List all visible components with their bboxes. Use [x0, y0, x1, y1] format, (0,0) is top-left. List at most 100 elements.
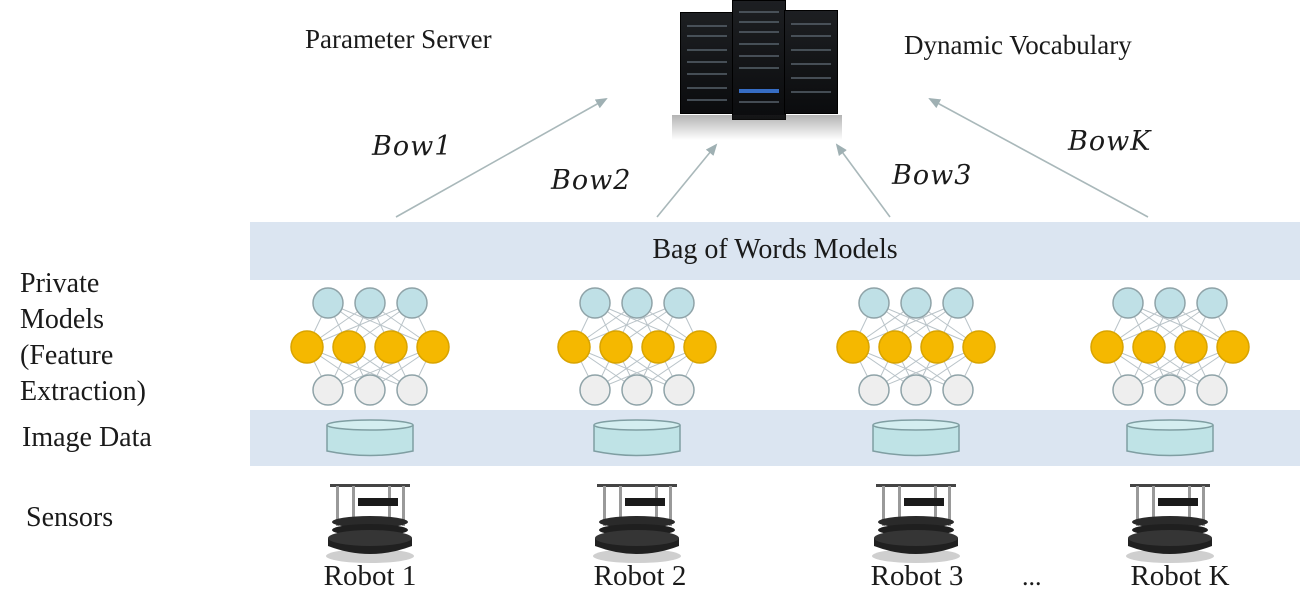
hidden-node	[962, 330, 996, 364]
server-rack-left	[680, 12, 734, 114]
hidden-node	[332, 330, 366, 364]
input-node	[396, 287, 428, 319]
server-rack-icon	[672, 0, 842, 130]
network-edge	[594, 346, 701, 391]
bow1-label: Bow1	[372, 131, 453, 162]
cylinder-top	[1126, 419, 1214, 431]
database-cylinder-icon	[872, 419, 960, 457]
robot-top-plate	[597, 484, 677, 487]
network-edge	[852, 302, 959, 348]
sensors-label: Sensors	[26, 502, 114, 533]
network-edge	[573, 302, 680, 348]
output-node	[312, 374, 344, 406]
hidden-node	[641, 330, 675, 364]
robot-base-top	[328, 530, 412, 546]
robot-post	[619, 486, 622, 526]
private-models-line-1: Private	[20, 268, 100, 299]
neural-network-icon	[1090, 287, 1250, 406]
robot-post	[1152, 486, 1155, 526]
image-data-label: Image Data	[22, 422, 152, 453]
neural-networks	[290, 287, 1250, 406]
cylinder-top	[326, 419, 414, 431]
input-node	[663, 287, 695, 319]
hidden-node	[1132, 330, 1166, 364]
robot-post	[669, 486, 672, 526]
robot-post	[352, 486, 355, 526]
hidden-node	[1090, 330, 1124, 364]
hidden-node	[557, 330, 591, 364]
network-edge	[1106, 302, 1213, 348]
database-cylinder-icon	[326, 419, 414, 457]
input-node	[354, 287, 386, 319]
input-node	[312, 287, 344, 319]
bag-of-words-band: Bag of Words Models	[250, 222, 1300, 280]
input-node	[942, 287, 974, 319]
arrow-bow3	[835, 143, 891, 218]
robot-icon	[326, 484, 414, 563]
ellipsis: ...	[1022, 562, 1042, 591]
robot-2-label: Robot 2	[593, 560, 687, 592]
hidden-node	[920, 330, 954, 364]
robot-sensor	[358, 498, 398, 506]
robot-top-plate	[330, 484, 410, 487]
cylinder-body	[326, 425, 414, 457]
cylinder-body	[872, 425, 960, 457]
network-edge	[1127, 346, 1234, 391]
output-node	[942, 374, 974, 406]
network-edge	[327, 346, 434, 391]
bowk-label: BowK	[1068, 126, 1152, 157]
robots	[326, 484, 1214, 563]
output-node	[858, 374, 890, 406]
output-node	[1154, 374, 1186, 406]
output-node	[900, 374, 932, 406]
bow2-label: Bow2	[551, 165, 632, 196]
database-cylinder-icon	[1126, 419, 1214, 457]
dynamic-vocabulary-title: Dynamic Vocabulary	[904, 30, 1132, 60]
arrow-bow2	[656, 143, 718, 218]
private-models-line-2: Models	[20, 304, 104, 335]
robot-post	[1136, 486, 1139, 526]
robot-top-plate	[1130, 484, 1210, 487]
input-node	[1154, 287, 1186, 319]
private-models-line-4: Extraction)	[20, 376, 146, 407]
robot-base-top	[874, 530, 958, 546]
output-node	[579, 374, 611, 406]
cylinder-body	[1126, 425, 1214, 457]
server-reflection	[672, 115, 842, 140]
private-models-label: Private Models (Feature Extraction)	[20, 266, 146, 410]
hidden-node	[290, 330, 324, 364]
input-node	[900, 287, 932, 319]
private-models-line-3: (Feature	[20, 340, 114, 371]
robot-shadow	[593, 549, 681, 563]
hidden-node	[374, 330, 408, 364]
output-node	[354, 374, 386, 406]
server-rack-right	[784, 10, 838, 114]
bag-of-words-label: Bag of Words Models	[652, 234, 898, 265]
output-node	[621, 374, 653, 406]
arrow-bow1	[395, 98, 608, 218]
robot-1-label: Robot 1	[323, 560, 417, 592]
robot-sensor	[1158, 498, 1198, 506]
server-rack-center	[732, 0, 786, 120]
robot-post	[336, 486, 339, 526]
hidden-node	[1174, 330, 1208, 364]
robot-base-top	[595, 530, 679, 546]
hidden-node	[599, 330, 633, 364]
input-node	[579, 287, 611, 319]
image-data-cylinders	[326, 419, 1214, 457]
hidden-node	[1216, 330, 1250, 364]
robot-shadow	[1126, 549, 1214, 563]
database-cylinder-icon	[593, 419, 681, 457]
input-node	[1196, 287, 1228, 319]
robot-post	[882, 486, 885, 526]
robot-post	[948, 486, 951, 526]
robot-icon	[872, 484, 960, 563]
network-edge	[306, 302, 413, 348]
robot-sensor	[904, 498, 944, 506]
parameter-server-title: Parameter Server	[305, 24, 492, 54]
network-edge	[873, 346, 980, 391]
robot-icon	[1126, 484, 1214, 563]
cylinder-top	[872, 419, 960, 431]
robot-sensor	[625, 498, 665, 506]
hidden-node	[683, 330, 717, 364]
